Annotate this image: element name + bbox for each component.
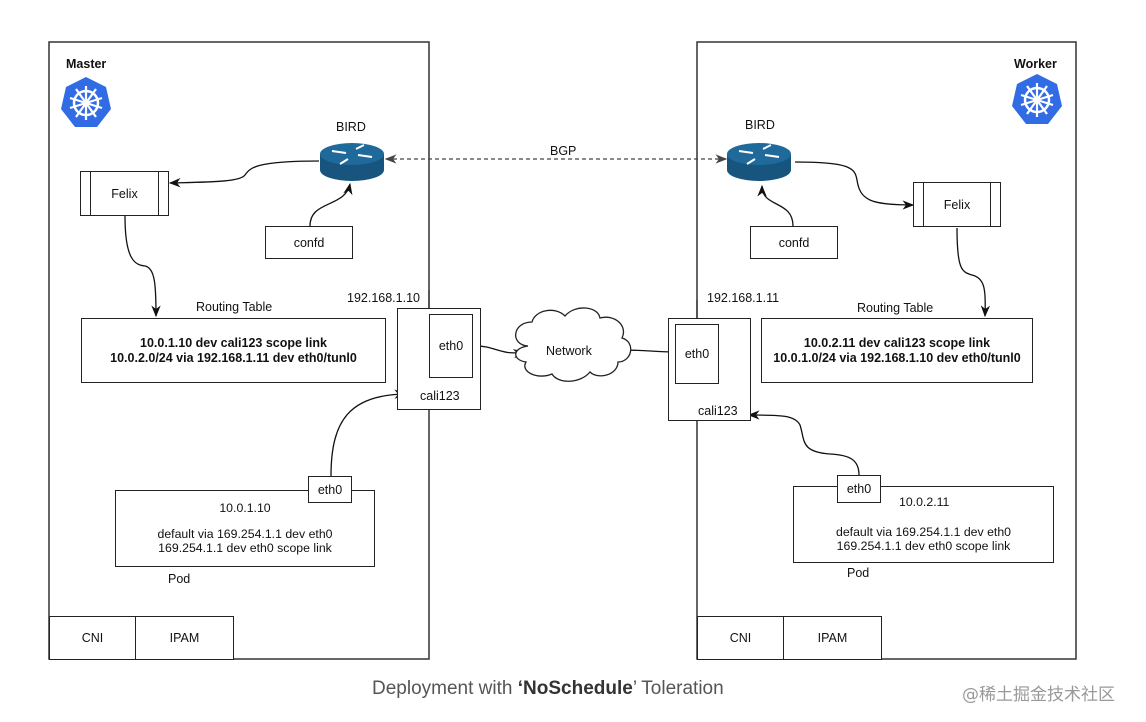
master-routing-table: 10.0.1.10 dev cali123 scope link 10.0.2.… xyxy=(81,318,386,383)
caption-quote-open: ‘ xyxy=(517,678,524,699)
caption-emphasis: NoSchedule xyxy=(523,678,633,699)
worker-ipam-label: IPAM xyxy=(817,631,848,645)
master-pod-eth0-label: eth0 xyxy=(317,482,343,497)
master-cali123-label[interactable]: cali123 xyxy=(420,389,460,403)
confd-to-bird-connector-master xyxy=(309,182,353,227)
master-cni-box[interactable]: CNI xyxy=(49,616,136,660)
worker-pod-label: Pod xyxy=(847,566,870,580)
network-cloud xyxy=(515,307,632,382)
worker-title: Worker xyxy=(1014,57,1057,71)
pod-route-entry: 169.254.1.1 dev eth0 scope link xyxy=(836,539,1011,553)
network-label: Network xyxy=(546,344,592,358)
route-entry: 10.0.2.0/24 via 192.168.1.11 dev eth0/tu… xyxy=(110,350,357,365)
master-title: Master xyxy=(66,57,107,71)
master-confd-label: confd xyxy=(293,235,325,250)
master-felix-box[interactable]: Felix xyxy=(80,171,169,216)
worker-pod-eth0-box[interactable]: eth0 xyxy=(837,475,881,503)
worker-pod-eth0-label: eth0 xyxy=(846,482,872,496)
worker-ipam-box[interactable]: IPAM xyxy=(783,616,882,660)
caption-suffix: Toleration xyxy=(636,678,724,699)
caption-prefix: Deployment with xyxy=(372,678,518,699)
route-entry: 10.0.1.0/24 via 192.168.1.10 dev eth0/tu… xyxy=(773,350,1021,365)
worker-pod-box[interactable]: 10.0.2.11 default via 169.254.1.1 dev et… xyxy=(793,486,1054,563)
watermark: @稀土掘金技术社区 xyxy=(962,685,1115,705)
worker-pod-ip: 10.0.2.11 xyxy=(899,495,950,509)
master-eth0-box[interactable]: eth0 xyxy=(429,314,473,378)
master-ipam-label: IPAM xyxy=(169,631,200,645)
bgp-label: BGP xyxy=(550,144,577,158)
master-pod-ip: 10.0.1.10 xyxy=(219,501,271,515)
felix-to-routing-table-connector-master xyxy=(124,215,161,318)
worker-felix-label: Felix xyxy=(943,197,971,212)
worker-host-ip: 192.168.1.11 xyxy=(707,291,780,305)
master-confd-box[interactable]: confd xyxy=(265,226,353,259)
pod-route-entry: default via 169.254.1.1 dev eth0 xyxy=(157,527,333,541)
felix-to-routing-table-connector-worker xyxy=(956,227,991,318)
master-pod-label: Pod xyxy=(168,572,191,586)
pod-eth0-to-cali123-connector-worker xyxy=(747,410,860,476)
pod-route-entry: default via 169.254.1.1 dev eth0 xyxy=(835,525,1012,539)
master-felix-label: Felix xyxy=(111,186,138,201)
worker-cali123-label[interactable]: cali123 xyxy=(698,404,738,418)
worker-cni-box[interactable]: CNI xyxy=(697,616,784,660)
worker-routing-table-title: Routing Table xyxy=(857,301,934,315)
master-pod-eth0-box[interactable]: eth0 xyxy=(308,476,352,503)
worker-host-nic-box: eth0 cali123 xyxy=(668,318,751,421)
pod-route-entry: 169.254.1.1 dev eth0 scope link xyxy=(158,541,332,555)
master-eth0-label: eth0 xyxy=(438,339,464,353)
worker-confd-box[interactable]: confd xyxy=(750,226,838,259)
router-icon xyxy=(727,143,791,181)
kubernetes-helm-icon xyxy=(61,77,111,127)
worker-cni-label: CNI xyxy=(729,631,752,645)
route-entry: 10.0.2.11 dev cali123 scope link xyxy=(803,335,991,350)
bird-to-felix-connector-worker xyxy=(794,161,915,210)
figure-caption: Deployment with ‘NoSchedule’ Toleration xyxy=(372,678,724,700)
master-bird-label: BIRD xyxy=(336,120,366,134)
worker-routing-table: 10.0.2.11 dev cali123 scope link 10.0.1.… xyxy=(761,318,1033,383)
worker-felix-box[interactable]: Felix xyxy=(913,182,1001,227)
bird-to-felix-connector-master xyxy=(168,160,320,188)
router-icon xyxy=(320,143,384,181)
worker-eth0-box[interactable]: eth0 xyxy=(675,324,719,384)
master-cni-label: CNI xyxy=(81,631,104,645)
worker-eth0-label: eth0 xyxy=(684,347,710,361)
master-host-nic-box: eth0 cali123 xyxy=(397,308,481,410)
route-entry: 10.0.1.10 dev cali123 scope link xyxy=(140,335,327,350)
master-ipam-box[interactable]: IPAM xyxy=(135,616,234,660)
kubernetes-helm-icon xyxy=(1012,74,1062,124)
master-routing-table-title: Routing Table xyxy=(196,300,273,314)
caption-quote-close: ’ xyxy=(632,678,637,699)
confd-to-bird-connector-worker xyxy=(757,184,794,227)
worker-bird-label: BIRD xyxy=(745,118,775,132)
pod-eth0-to-cali123-connector-master xyxy=(330,389,407,477)
master-host-ip: 192.168.1.10 xyxy=(347,291,420,305)
worker-confd-label: confd xyxy=(778,235,810,250)
